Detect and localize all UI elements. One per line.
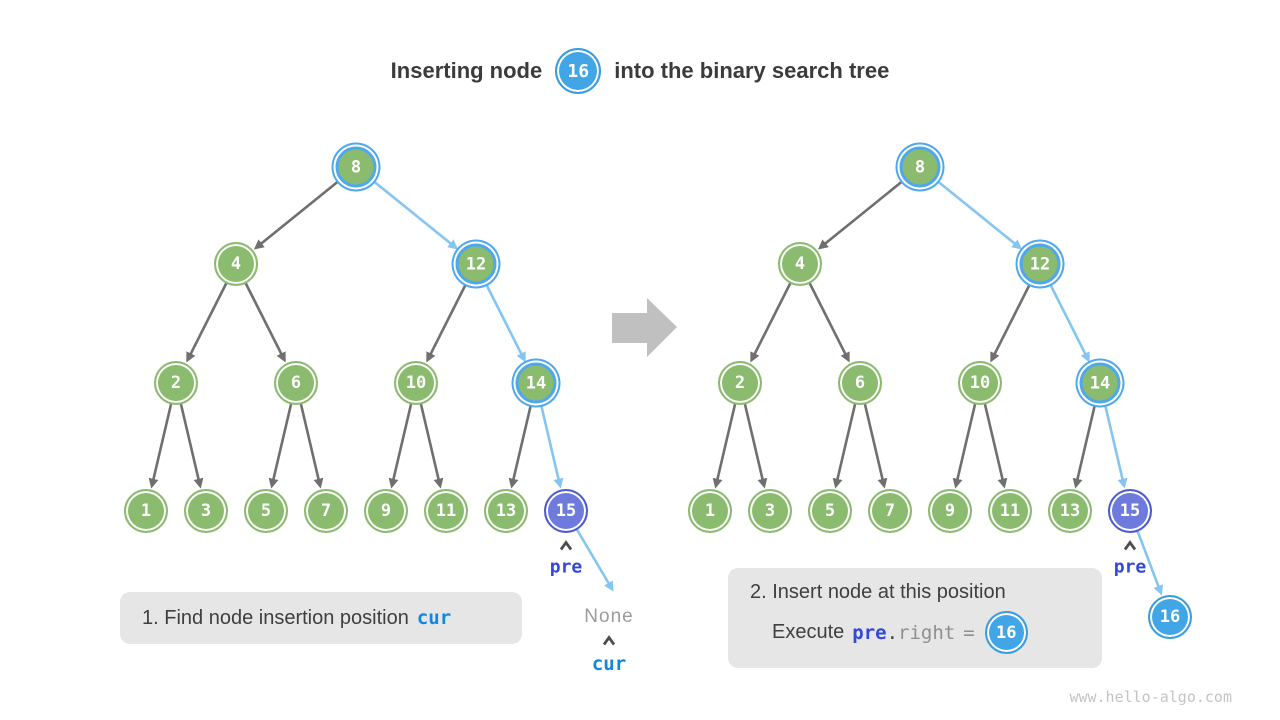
tree-node-10: 10 xyxy=(958,361,1002,405)
tree-node-10: 10 xyxy=(394,361,438,405)
node-value: 11 xyxy=(435,501,457,521)
caption1-text: 1. Find node insertion position xyxy=(142,606,409,629)
node-value: 8 xyxy=(914,157,926,177)
node-value: 14 xyxy=(525,373,547,393)
tree-node-4: 4 xyxy=(214,242,258,286)
node-value: 1 xyxy=(140,501,152,521)
none-label: None xyxy=(584,606,634,627)
tree-edge xyxy=(817,165,921,250)
node-value: 2 xyxy=(170,373,182,393)
caption2-line2: Execute pre . right = 16 xyxy=(772,611,1102,654)
node-value: 9 xyxy=(380,501,392,521)
node-value: 2 xyxy=(734,373,746,393)
tree-node-15: 15 xyxy=(544,489,588,533)
tree-node-4: 4 xyxy=(778,242,822,286)
tree-node-5: 5 xyxy=(244,489,288,533)
node-value: 5 xyxy=(260,501,272,521)
caption-badge-value: 16 xyxy=(995,622,1017,643)
node-value: 15 xyxy=(1119,501,1141,521)
caption-node-badge: 16 xyxy=(984,611,1028,654)
code-pre: pre xyxy=(852,621,887,644)
caret-up-icon xyxy=(559,540,573,551)
node-value: 10 xyxy=(969,373,991,393)
tree-edge xyxy=(253,165,357,250)
tree-node-7: 7 xyxy=(304,489,348,533)
node-value: 14 xyxy=(1089,373,1111,393)
caret-up-icon xyxy=(1123,540,1137,551)
node-value: 3 xyxy=(200,501,212,521)
tree-node-11: 11 xyxy=(424,489,468,533)
diagram-title: Inserting node 16 into the binary search… xyxy=(0,48,1280,94)
tree-node-9: 9 xyxy=(928,489,972,533)
node-value: 7 xyxy=(884,501,896,521)
tree-node-5: 5 xyxy=(808,489,852,533)
node-value: 3 xyxy=(764,501,776,521)
node-value: 4 xyxy=(230,254,242,274)
tree-node-1: 1 xyxy=(688,489,732,533)
node-value: 11 xyxy=(999,501,1021,521)
node-value: 13 xyxy=(495,501,517,521)
title-text-after: into the binary search tree xyxy=(614,58,890,83)
caption-step-2: 2. Insert node at this position Execute … xyxy=(728,568,1102,668)
node-value: 12 xyxy=(465,254,487,274)
title-badge-value: 16 xyxy=(567,60,590,82)
node-value: 10 xyxy=(405,373,427,393)
pre-label: pre xyxy=(1113,556,1147,578)
node-value: 6 xyxy=(290,373,302,393)
title-node-badge: 16 xyxy=(555,48,602,94)
code-cur: cur xyxy=(416,607,452,629)
tree-node-12: 12 xyxy=(1019,243,1061,285)
tree-node-13: 13 xyxy=(484,489,528,533)
tree-node-8: 8 xyxy=(335,146,377,188)
tree-node-2: 2 xyxy=(154,361,198,405)
tree-node-3: 3 xyxy=(184,489,228,533)
tree-node-8: 8 xyxy=(899,146,941,188)
node-value: 8 xyxy=(350,157,362,177)
node-value: 12 xyxy=(1029,254,1051,274)
node-value: 9 xyxy=(944,501,956,521)
node-value: 5 xyxy=(824,501,836,521)
tree-node-14: 14 xyxy=(515,362,557,404)
caret-up-icon xyxy=(602,635,616,646)
tree-node-6: 6 xyxy=(838,361,882,405)
caption-step-1: 1. Find node insertion position cur xyxy=(120,592,522,644)
tree-edge xyxy=(355,165,459,250)
tree-node-6: 6 xyxy=(274,361,318,405)
tree-edge xyxy=(919,165,1023,250)
tree-node-7: 7 xyxy=(868,489,912,533)
tree-node-11: 11 xyxy=(988,489,1032,533)
node-value: 6 xyxy=(854,373,866,393)
pre-label: pre xyxy=(549,556,583,578)
tree-node-12: 12 xyxy=(455,243,497,285)
node-value: 16 xyxy=(1159,607,1181,627)
code-equals: = xyxy=(963,621,975,644)
tree-node-3: 3 xyxy=(748,489,792,533)
watermark: www.hello-algo.com xyxy=(1069,688,1232,706)
caption2-line1: 2. Insert node at this position xyxy=(750,581,1006,603)
cur-label: cur xyxy=(591,653,627,675)
tree-node-15: 15 xyxy=(1108,489,1152,533)
code-right: right xyxy=(898,621,956,644)
node-value: 4 xyxy=(794,254,806,274)
node-value: 7 xyxy=(320,501,332,521)
tree-node-14: 14 xyxy=(1079,362,1121,404)
title-text-before: Inserting node xyxy=(390,58,543,83)
tree-node-2: 2 xyxy=(718,361,762,405)
caption2-prefix: Execute xyxy=(772,621,845,643)
node-value: 15 xyxy=(555,501,577,521)
tree-node-16: 16 xyxy=(1148,595,1192,639)
code-dot: . xyxy=(886,621,899,644)
transition-arrow-icon xyxy=(612,298,677,357)
tree-node-1: 1 xyxy=(124,489,168,533)
tree-node-9: 9 xyxy=(364,489,408,533)
node-value: 1 xyxy=(704,501,716,521)
node-value: 13 xyxy=(1059,501,1081,521)
tree-node-13: 13 xyxy=(1048,489,1092,533)
